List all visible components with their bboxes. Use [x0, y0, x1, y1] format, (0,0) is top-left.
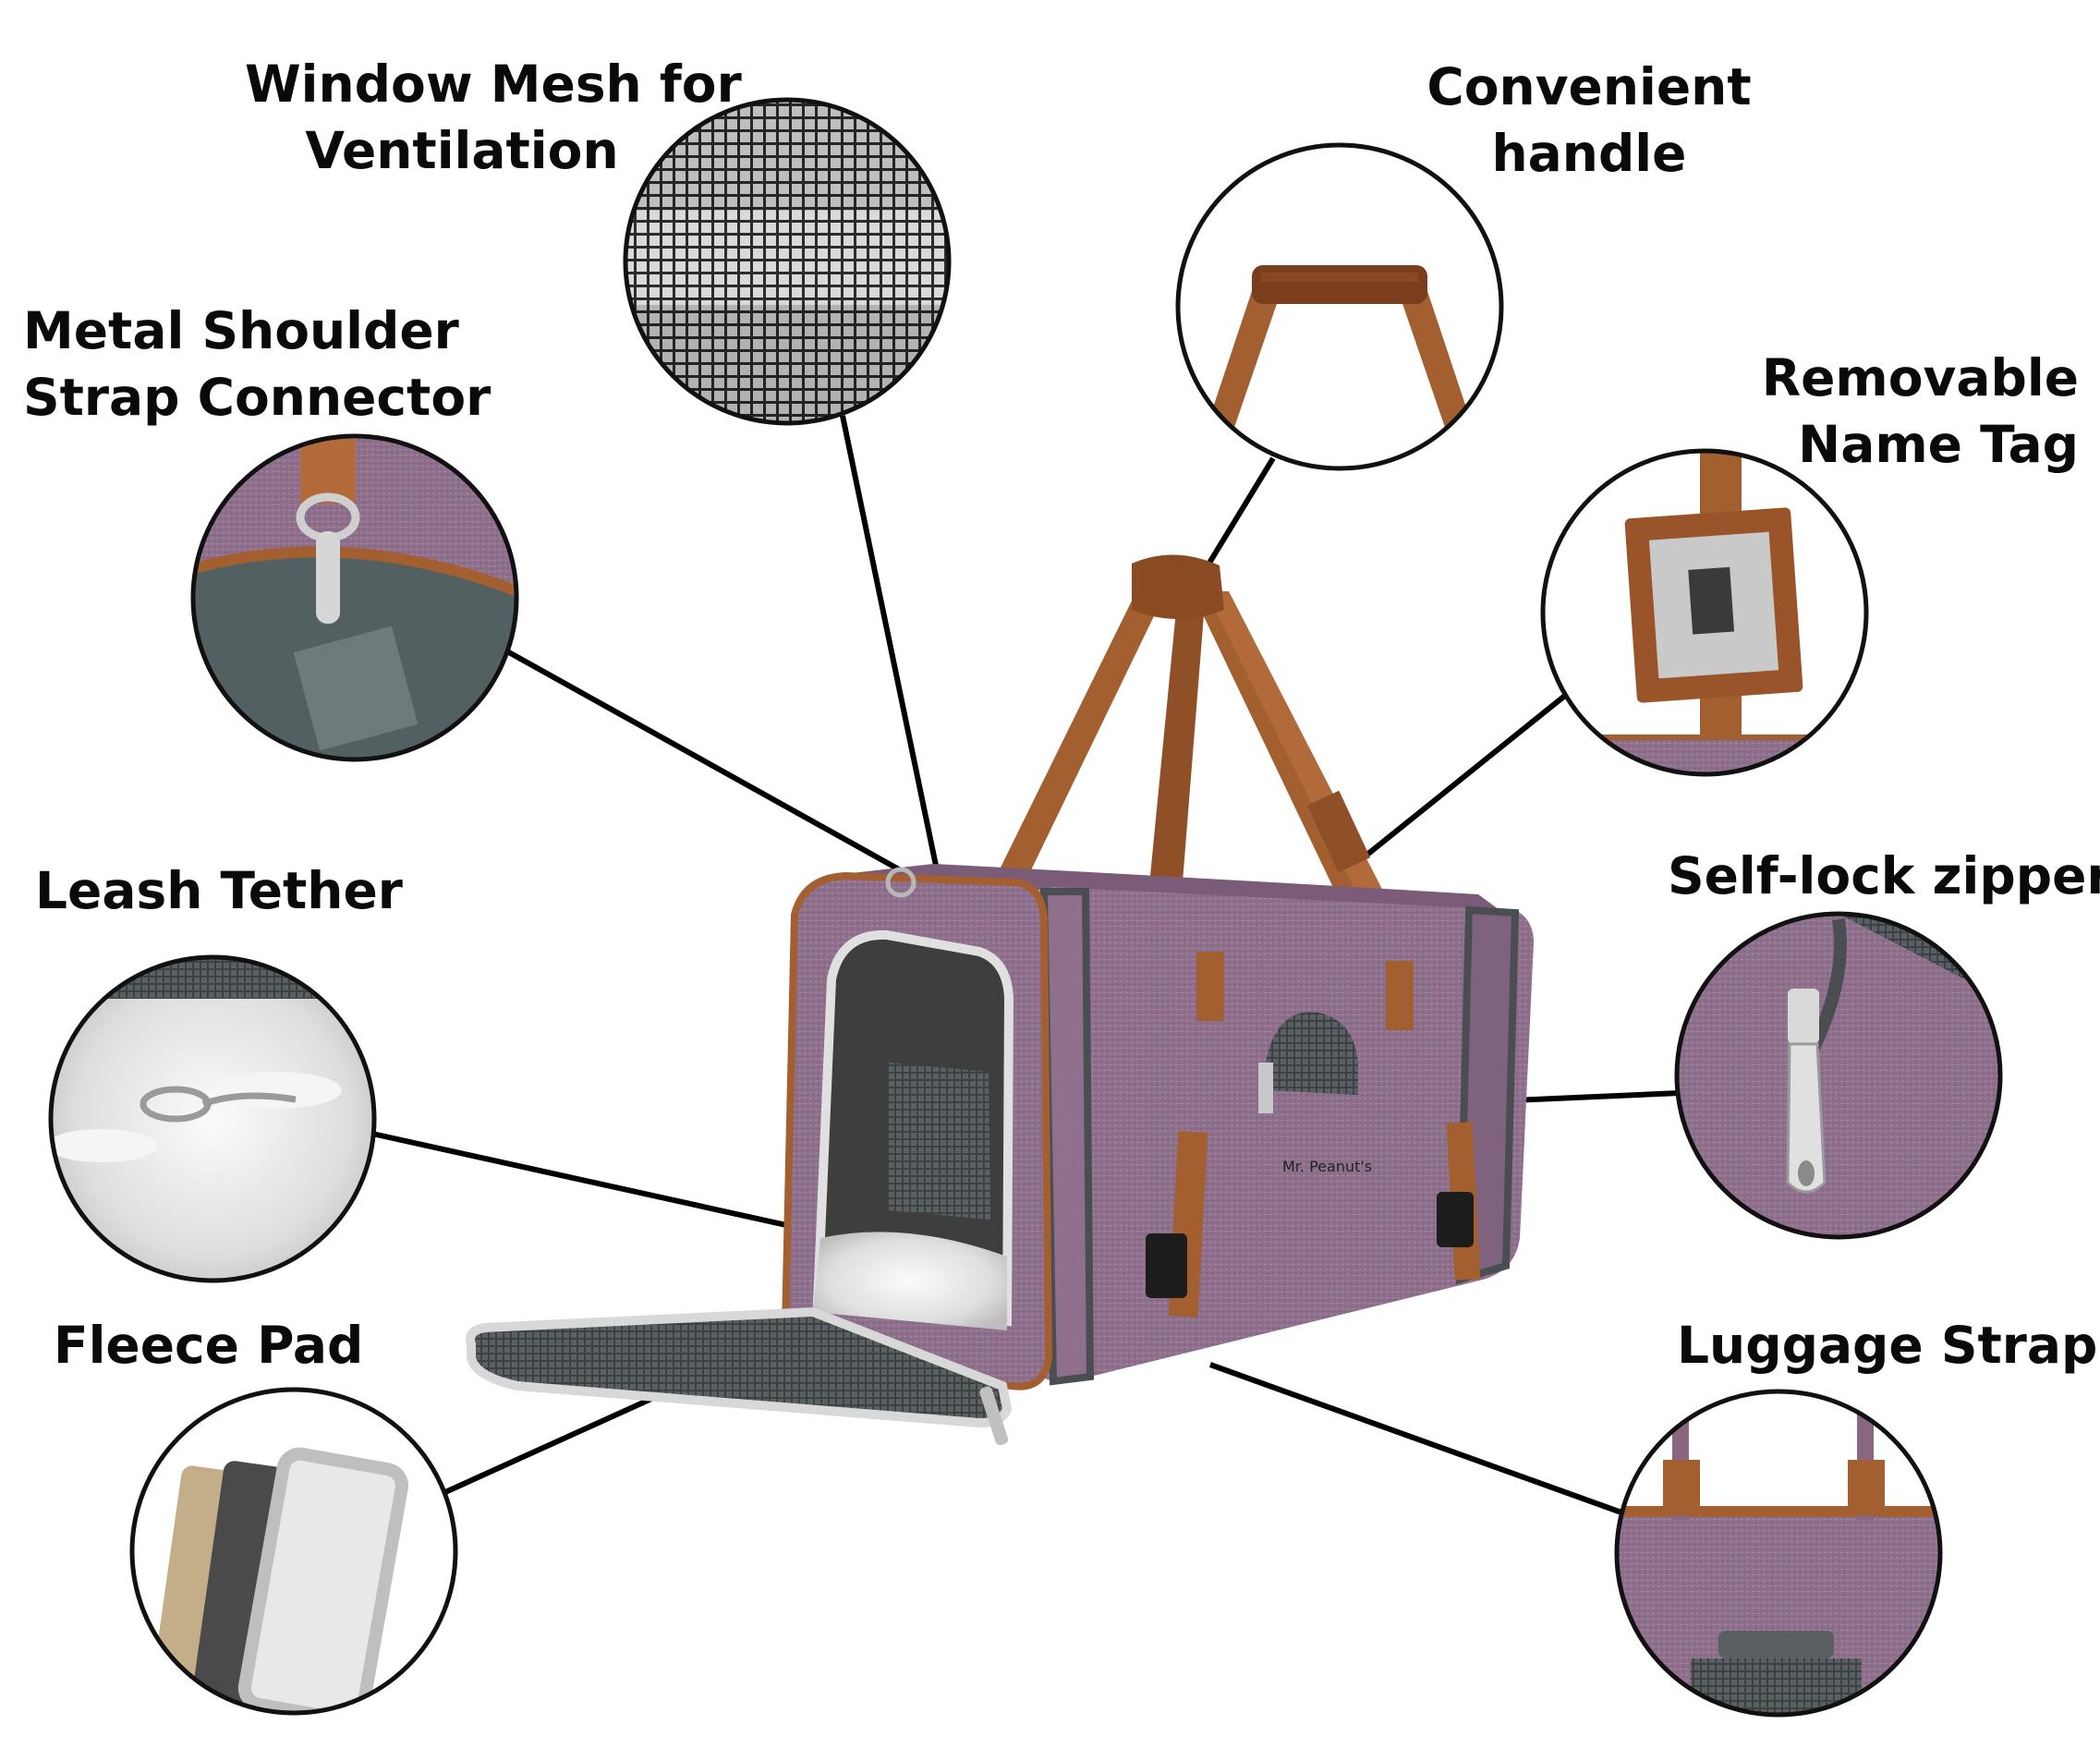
label-shoulder-connector-line1: Metal Shoulder [23, 301, 459, 360]
label-zipper: Self-lock zipper [1668, 843, 2100, 909]
handle-tab [1386, 961, 1414, 1030]
carry-handle-strap [1150, 591, 1206, 882]
line-shoulder-connector [497, 644, 909, 877]
detail-circle-shoulder-connector [190, 433, 519, 762]
label-name-tag: Removable Name Tag [1728, 345, 2079, 478]
label-fleece-pad-line1: Fleece Pad [54, 1316, 364, 1375]
interior-fleece [813, 1232, 1007, 1330]
brand-mark: Mr. Peanut's [1282, 1158, 1372, 1175]
label-window-mesh: Window Mesh for Ventilation [245, 51, 742, 184]
side-buckle [1146, 1233, 1187, 1298]
label-handle-line1: Convenient [1426, 57, 1752, 116]
label-luggage-strap-line1: Luggage Strap [1677, 1316, 2098, 1375]
line-luggage-strap [1208, 1362, 1623, 1515]
label-shoulder-connector-line2: Strap Connector [23, 368, 492, 427]
detail-circle-luggage-strap [1614, 1389, 1943, 1718]
zipper-pull [1258, 1063, 1273, 1113]
side-mesh-window [1266, 1012, 1358, 1095]
label-handle: Convenient handle [1414, 54, 1765, 187]
label-shoulder-connector: Metal Shoulder Strap Connector [23, 298, 492, 431]
detail-circle-handle [1175, 142, 1504, 471]
label-name-tag-line1: Removable [1761, 348, 2079, 407]
label-leash-tether: Leash Tether [35, 857, 403, 924]
label-name-tag-line2: Name Tag [1798, 415, 2079, 474]
pet-carrier-bag: Mr. Peanut's [466, 554, 1534, 1446]
detail-circle-zipper [1674, 911, 2003, 1240]
side-buckle [1437, 1192, 1474, 1247]
interior-back-mesh [887, 1063, 990, 1220]
door-zipper-pull [979, 1386, 1009, 1446]
label-luggage-strap: Luggage Strap [1677, 1312, 2097, 1378]
name-tag-on-bag [1306, 790, 1371, 873]
line-handle [1198, 456, 1276, 578]
detail-circle-fleece-pad [129, 1387, 458, 1716]
carry-handle-strap [998, 591, 1166, 878]
handle-wrap [1132, 554, 1224, 619]
label-leash-tether-line1: Leash Tether [35, 861, 403, 920]
shoulder-strap-ring [885, 867, 916, 898]
detail-circle-leash-tether [48, 954, 377, 1283]
label-handle-line2: handle [1491, 124, 1687, 183]
label-zipper-line1: Self-lock zipper [1668, 846, 2100, 905]
label-fleece-pad: Fleece Pad [54, 1312, 363, 1378]
label-window-mesh-line1: Window Mesh for [245, 55, 742, 114]
detail-circle-name-tag [1540, 448, 1869, 777]
handle-tab [1196, 952, 1224, 1021]
label-window-mesh-line2: Ventilation [305, 121, 619, 180]
line-name-tag [1362, 688, 1572, 860]
